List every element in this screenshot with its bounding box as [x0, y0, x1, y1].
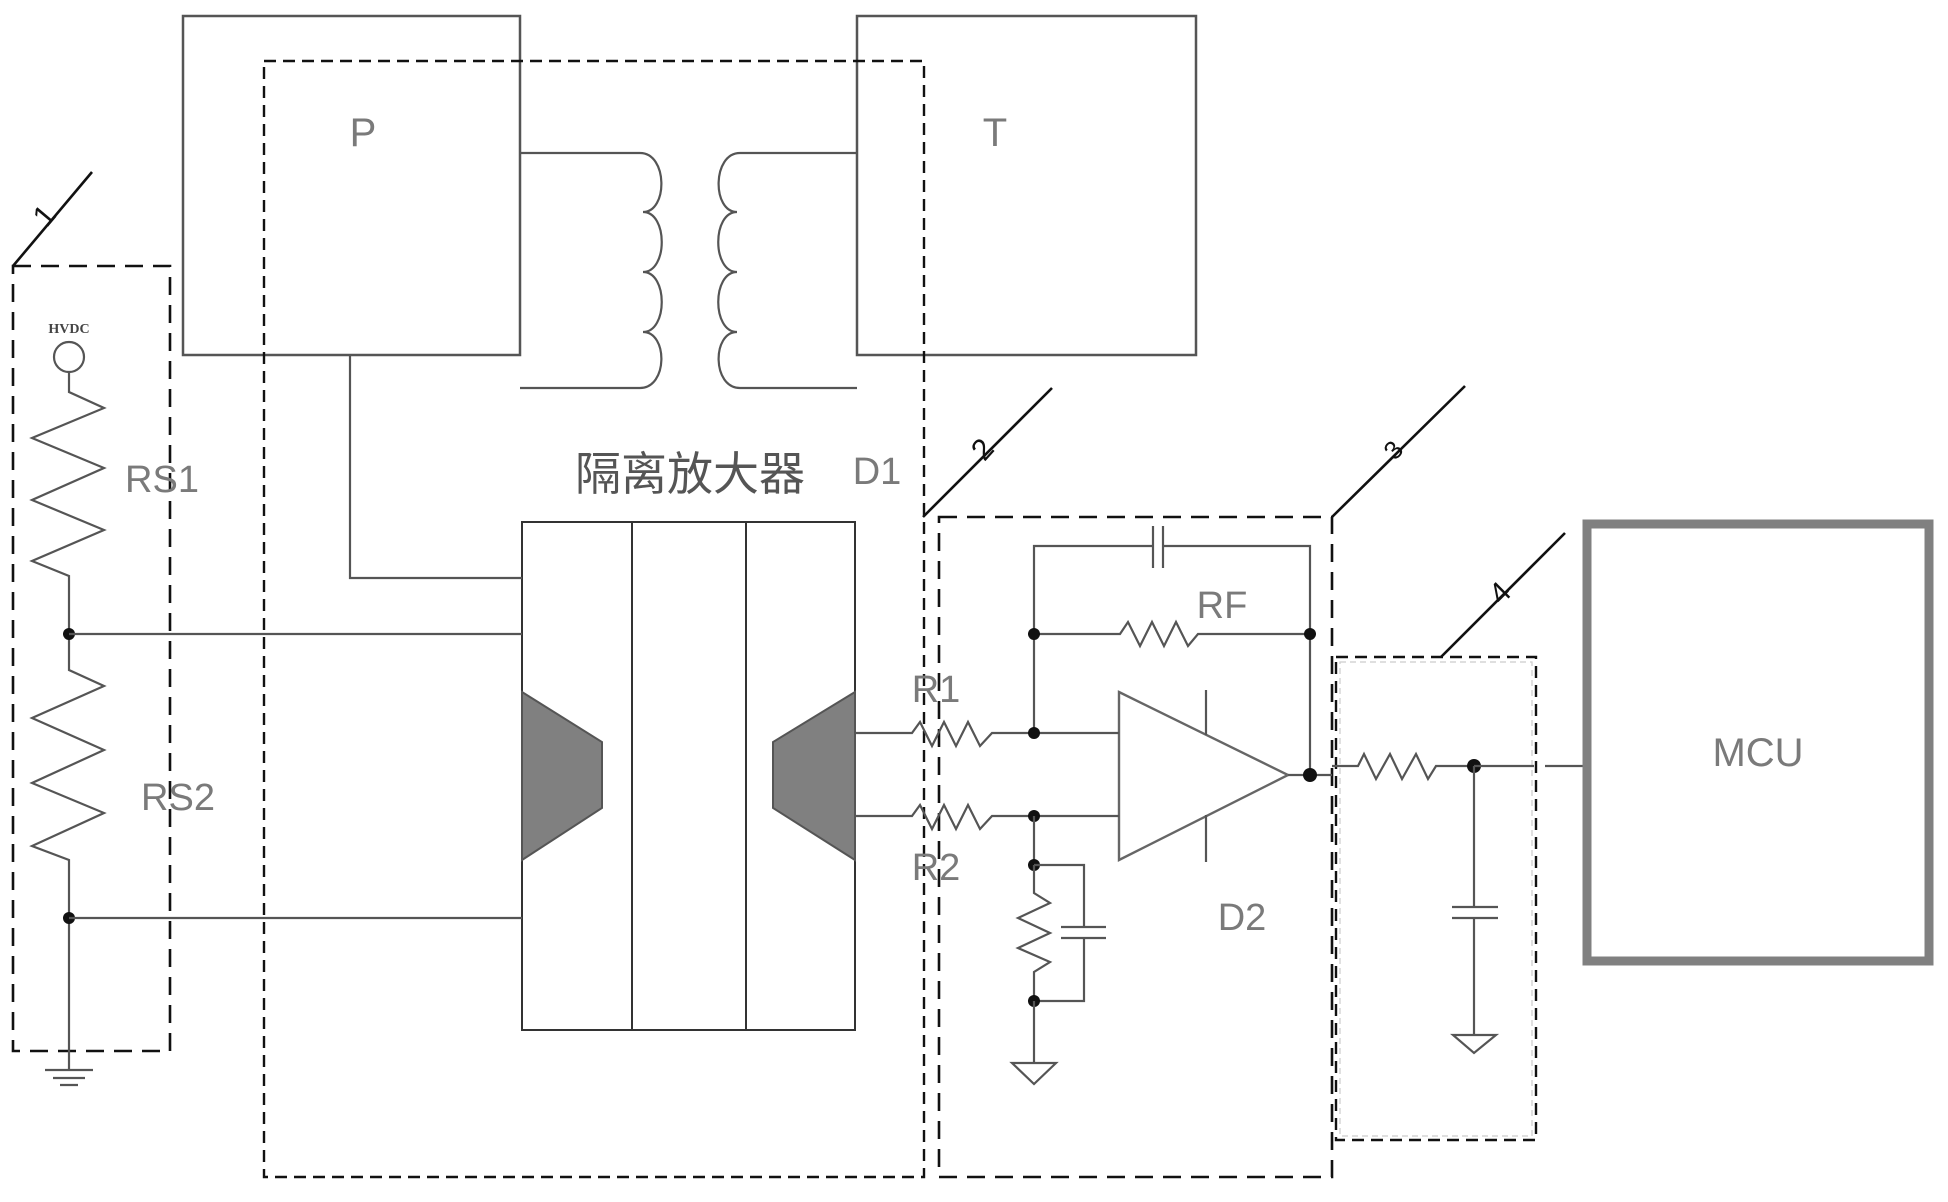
r1-label: R1	[912, 669, 961, 711]
rs1-label: RS1	[125, 459, 199, 501]
primary-box	[181, 14, 522, 357]
region-2-isolation: 2 隔离放大器 D1	[69, 59, 1053, 1179]
region-4-number: 4	[1483, 576, 1518, 611]
region-1-divider: 1 HVDC RS1 RS2	[11, 171, 215, 1087]
hvdc-label: HVDC	[48, 322, 89, 337]
secondary-block: T	[855, 14, 1198, 357]
region-2-leader	[922, 387, 1053, 518]
primary-label: P	[350, 111, 377, 155]
d2-label: D2	[1218, 897, 1267, 939]
ref-resistor-icon	[1015, 865, 1053, 1001]
region-1-number: 1	[27, 199, 63, 233]
ref-cap-wire-bottom	[1034, 938, 1086, 1003]
inv-input-node	[1028, 727, 1040, 739]
rf-left-node	[1028, 628, 1040, 640]
power-wire-p-to-d1	[348, 355, 522, 580]
secondary-coil	[717, 151, 857, 390]
primary-coil	[520, 151, 663, 390]
region-4-outline	[1334, 655, 1538, 1142]
r2-label: R2	[912, 847, 961, 889]
rs2-label: RS2	[141, 777, 215, 819]
rf-right-node	[1304, 628, 1316, 640]
opamp-output-node	[1303, 768, 1317, 782]
region-4-filter: 4	[1332, 532, 1583, 1142]
rf-label: RF	[1197, 585, 1248, 627]
mcu-box	[1582, 519, 1934, 966]
isolation-amp-body	[521, 521, 856, 1031]
mcu-block: MCU	[1582, 519, 1934, 966]
r1-resistor-icon	[855, 719, 1034, 749]
region-4-leader	[1440, 532, 1566, 658]
region-2-number: 2	[965, 432, 1001, 466]
hvdc-terminal-icon	[52, 340, 86, 374]
secondary-box	[855, 14, 1198, 357]
rs2-resistor-icon	[29, 634, 107, 1070]
r2-resistor-icon	[855, 802, 1034, 832]
transformer	[520, 151, 857, 390]
earth-ground-icon	[45, 1068, 93, 1087]
region-3-number: 3	[1377, 435, 1409, 466]
filter-capacitor-icon	[1452, 905, 1498, 920]
region-1-outline	[11, 264, 172, 1053]
region-2-outline	[262, 59, 926, 1179]
rf-resistor-icon	[1034, 619, 1310, 649]
feedback-cap-wire-right	[1163, 544, 1312, 775]
mcu-label: MCU	[1712, 731, 1803, 775]
feedback-cap-wire-left	[1032, 544, 1153, 733]
region-3-diff-amp: 3 R1 R2 RF D2	[855, 385, 1466, 1179]
d1-label: D1	[853, 451, 902, 493]
isolation-amp-label: 隔离放大器	[575, 447, 805, 501]
filter-ground-icon	[1450, 1033, 1500, 1055]
ref-capacitor-icon	[1061, 925, 1106, 940]
region-3-outline	[937, 515, 1334, 1179]
rs1-resistor-icon	[29, 372, 107, 634]
output-stage-icon	[772, 690, 856, 862]
input-stage-icon	[521, 690, 603, 862]
secondary-label: T	[983, 111, 1007, 155]
region-4-inner-outline	[1339, 661, 1533, 1137]
region-3-leader	[1331, 385, 1466, 518]
region-1-leader	[12, 171, 93, 267]
ground-icon	[1009, 1061, 1059, 1086]
primary-block: P	[181, 14, 522, 357]
ref-cap-wire-top	[1034, 863, 1086, 927]
feedback-capacitor-icon	[1151, 526, 1165, 568]
op-amp-icon	[1117, 690, 1291, 862]
filter-resistor-icon	[1332, 751, 1474, 782]
